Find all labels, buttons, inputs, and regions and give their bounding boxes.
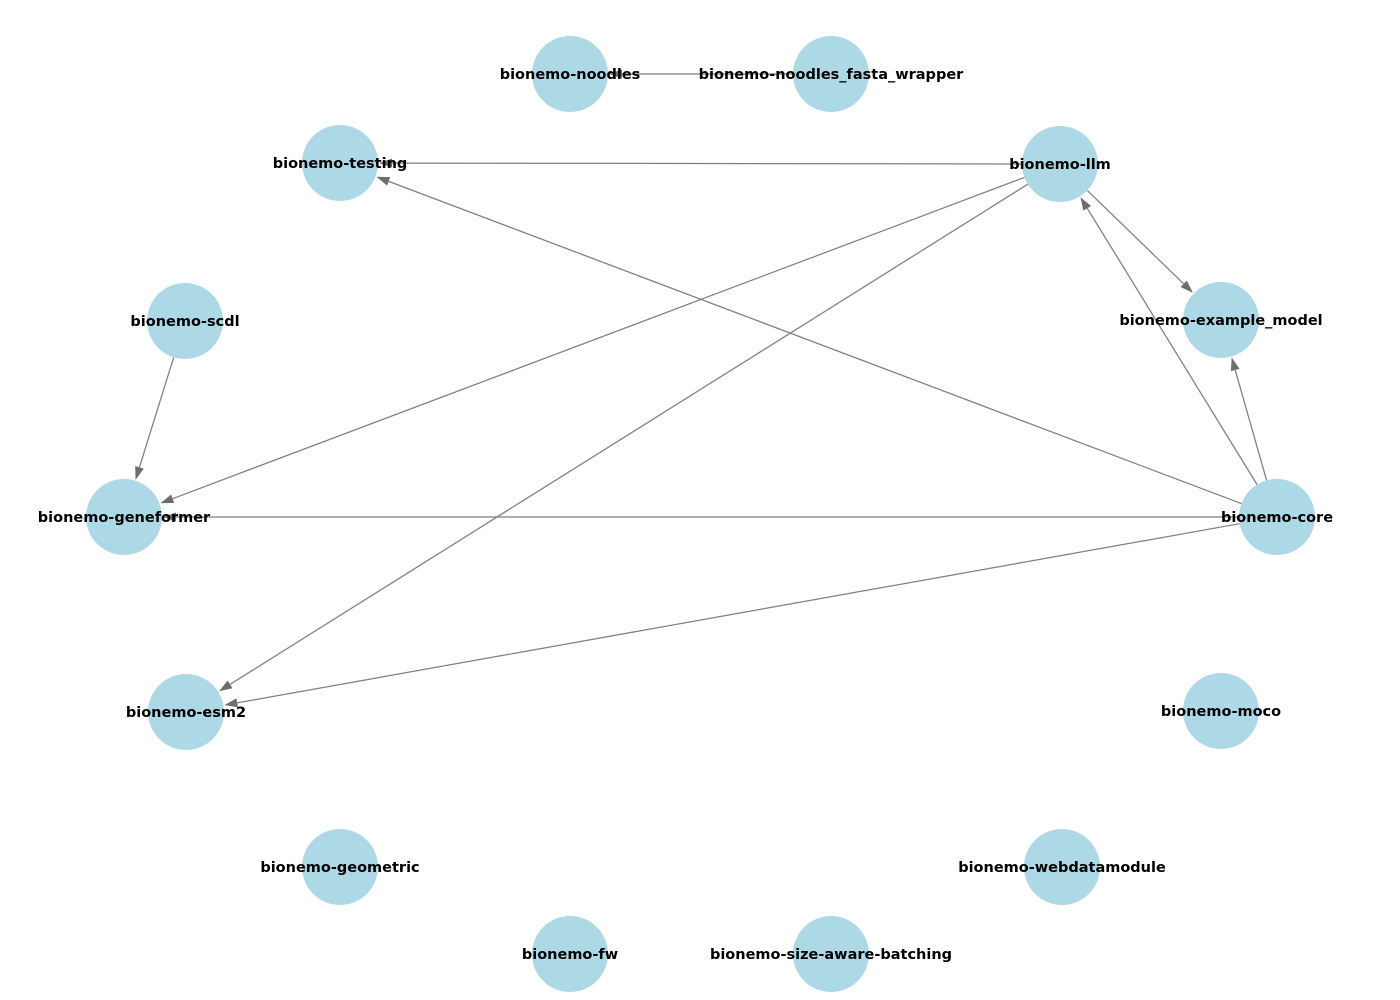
graph-node-bionemo-size-aware-batching[interactable]: [793, 916, 869, 992]
edge-layer: [135, 69, 1268, 708]
graph-edge-arrowhead: [160, 494, 175, 504]
graph-node-bionemo-noodles_fasta_wrapper[interactable]: [793, 36, 869, 112]
graph-edge-arrowhead: [1080, 197, 1092, 211]
graph-edge-arrowhead: [224, 698, 238, 708]
label-layer: bionemo-noodles bionemo-noodles_fasta_wra…: [38, 67, 1333, 963]
graph-node-label: bionemo-size-aware-batching: [710, 947, 952, 963]
graph-edge-arrowhead: [163, 512, 176, 522]
graph-edge-arrowhead: [1180, 280, 1193, 293]
graph-edge: [391, 162, 1023, 165]
graph-node-bionemo-example_model[interactable]: [1183, 282, 1259, 358]
graph-node-label: bionemo-testing: [273, 156, 408, 172]
graph-node-label: bionemo-esm2: [126, 705, 246, 721]
graph-edge: [388, 180, 1242, 505]
graph-edge-arrowhead: [135, 466, 144, 480]
graph-node-bionemo-esm2[interactable]: [148, 674, 224, 750]
graph-node-bionemo-scdl[interactable]: [147, 283, 223, 359]
graph-edge-arrowhead: [609, 69, 622, 79]
graph-edge: [138, 357, 175, 468]
graph-node-bionemo-fw[interactable]: [532, 916, 608, 992]
graph-node-label: bionemo-webdatamodule: [958, 860, 1166, 876]
graph-node-label: bionemo-geometric: [260, 860, 419, 876]
graph-node-bionemo-core[interactable]: [1239, 479, 1315, 555]
graph-node-bionemo-geneformer[interactable]: [86, 479, 162, 555]
graph-node-label: bionemo-llm: [1009, 157, 1111, 173]
graph-edge: [1234, 369, 1268, 481]
graph-edge-arrowhead: [219, 680, 233, 692]
graph-edge: [1086, 207, 1258, 485]
graph-node-bionemo-noodles[interactable]: [532, 36, 608, 112]
graph-node-label: bionemo-example_model: [1119, 313, 1322, 329]
graph-edge-arrowhead: [379, 158, 393, 168]
graph-edge-arrowhead: [1230, 357, 1240, 372]
graph-edge-arrowhead: [376, 176, 391, 186]
graph-node-label: bionemo-noodles: [500, 67, 641, 83]
graph-node-label: bionemo-geneformer: [38, 510, 211, 526]
graph-node-bionemo-moco[interactable]: [1183, 673, 1259, 749]
graph-edge: [1086, 189, 1185, 285]
graph-node-bionemo-geometric[interactable]: [302, 829, 378, 905]
graph-node-bionemo-testing[interactable]: [302, 125, 378, 201]
graph-node-label: bionemo-noodles_fasta_wrapper: [699, 67, 964, 83]
graph-edge: [172, 176, 1025, 500]
graph-edge: [237, 523, 1240, 704]
graph-node-label: bionemo-moco: [1161, 704, 1281, 720]
graph-edge: [229, 183, 1029, 685]
graph-node-label: bionemo-scdl: [130, 314, 239, 330]
graph-node-label: bionemo-fw: [522, 947, 618, 963]
graph-node-bionemo-llm[interactable]: [1022, 126, 1098, 202]
graph-node-bionemo-webdatamodule[interactable]: [1024, 829, 1100, 905]
node-layer: [86, 36, 1315, 992]
graph-node-label: bionemo-core: [1221, 510, 1333, 526]
